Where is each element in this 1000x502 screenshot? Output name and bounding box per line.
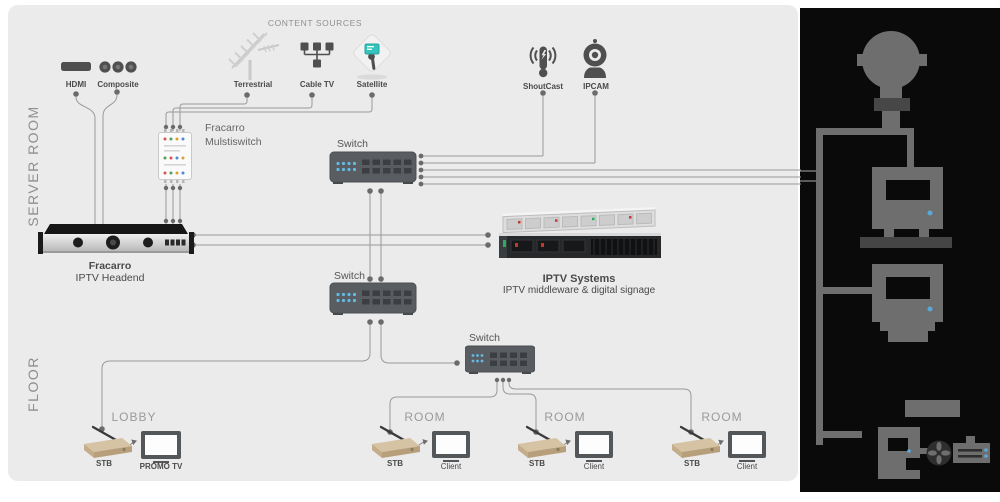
lobby-stb-label: STB [96,459,112,468]
multiswitch-label: Fracarro Mulstiswitch [205,121,262,149]
bottom-devices [878,400,990,479]
ipcam-label: IPCAM [583,82,609,91]
shoutcast-label: ShoutCast [523,82,563,91]
power-led [927,210,933,216]
client-label: Client [440,462,462,471]
switch-middle-label: Switch [334,270,365,282]
hdmi-icon [61,62,91,71]
fan-icon [926,440,952,466]
satellite-label: Satellite [356,80,388,89]
promo-tv-label: PROMO TV [139,462,183,471]
lobby-title: LOBBY [111,410,157,424]
iptv-systems-subtitle: IPTV middleware & digital signage [502,285,656,296]
power-led [927,306,933,312]
zone-label-server-room: SERVER ROOM [25,105,41,227]
room-stb-label: STB [684,459,700,468]
switch-icon [329,151,417,184]
headend-type: IPTV Headend [75,272,145,284]
promo-tv-icon [141,431,181,459]
composite-label: Composite [97,80,139,89]
label-bar [905,400,960,417]
cable-tv-label: Cable TV [299,80,335,89]
cable-pipe [816,128,914,445]
satellite-icon [353,34,391,80]
dark-side-panel [800,8,1000,492]
stb-icon [672,425,720,458]
stb-icon [518,425,566,458]
stb-icon [84,425,132,458]
switch-icon [329,282,417,315]
dark-panel-graphics [800,31,990,479]
room-stb-label: STB [529,459,545,468]
zone-label-floor: FLOOR [25,356,41,412]
room-title: ROOM [701,410,743,424]
composite-icon [99,61,137,73]
client-tv-icon [575,431,613,458]
room-title: ROOM [544,410,586,424]
shoutcast-icon [529,46,557,78]
terrestrial-antenna-icon [228,32,280,80]
satellite-dish-icon [857,31,927,130]
headend-icon [38,224,194,254]
small-monitor-icon [878,427,920,479]
headend-name: Fracarro [88,260,132,272]
switch-icon [465,345,535,374]
terrestrial-label: Terrestrial [233,80,273,89]
incoming-lines [800,170,818,182]
monitor-icon [872,264,943,342]
hdmi-label: HDMI [65,80,87,89]
client-label: Client [583,462,605,471]
stb-icon [372,425,420,458]
ipcam-icon [583,39,607,78]
multiswitch-icon [158,129,192,183]
multiswitch-type: Mulstiswitch [205,136,262,148]
switch-top-label: Switch [337,138,368,150]
room-stb-label: STB [387,459,403,468]
room-title: ROOM [404,410,446,424]
switch-bottom-label: Switch [469,332,500,344]
content-sources-title: CONTENT SOURCES [267,18,363,28]
server-rack-icon [499,207,661,258]
monitor-icon [860,167,952,248]
soundbar-icon [953,436,990,463]
client-tv-icon [728,431,766,458]
iptv-systems-title: IPTV Systems [542,273,616,285]
client-label: Client [736,462,758,471]
client-tv-icon [432,431,470,458]
multiswitch-name: Fracarro [205,122,245,134]
cable-tv-icon [300,42,334,68]
